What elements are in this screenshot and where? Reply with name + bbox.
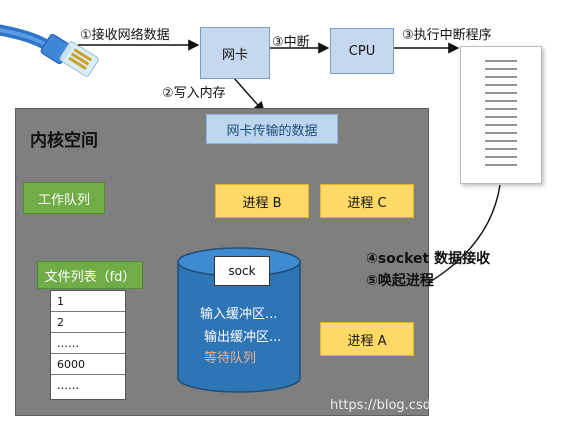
cpu-box: CPU — [330, 28, 394, 74]
cpu-label: CPU — [348, 43, 376, 59]
input-buffer-label: 输入缓冲区... — [200, 307, 278, 322]
step2-label: ②写入内存 — [162, 86, 226, 101]
ethernet-cable-icon — [0, 24, 99, 77]
step5-label: ⑤唤起进程 — [366, 273, 434, 289]
fd-row: 6000 — [51, 354, 125, 375]
process-b-box: 进程 B — [215, 184, 309, 218]
step3a-label: ③中断 — [272, 35, 310, 50]
output-buffer-label: 输出缓冲区... — [204, 330, 282, 345]
nic-data-box: 网卡传输的数据 — [206, 114, 338, 144]
kernel-space-title: 内核空间 — [30, 131, 98, 151]
process-c-label: 进程 C — [347, 195, 387, 211]
step4-label: ④socket 数据接收 — [366, 251, 491, 267]
process-b-label: 进程 B — [242, 195, 282, 211]
sock-box: sock — [214, 256, 270, 286]
interrupt-program-icon — [460, 46, 542, 184]
fd-row: 2 — [51, 312, 125, 333]
fd-row: 1 — [51, 291, 125, 312]
process-a-box: 进程 A — [320, 322, 414, 356]
fd-row: …… — [57, 379, 79, 392]
arrow-nic-to-memory — [233, 77, 265, 114]
wait-queue-label: 等待队列 — [204, 351, 257, 366]
step3b-label: ③执行中断程序 — [402, 28, 492, 43]
work-queue-label: 工作队列 — [37, 192, 90, 208]
nic-data-label: 网卡传输的数据 — [226, 123, 318, 139]
process-c-box: 进程 C — [320, 184, 414, 218]
sock-label: sock — [228, 264, 256, 278]
watermark-text: https://blog.csdn.net/xumingwu CSDN @xu谨… — [330, 398, 537, 432]
file-list-label: 文件列表（fd） — [44, 269, 136, 285]
nic-box: 网卡 — [200, 27, 270, 79]
step1-label: ①接收网络数据 — [80, 28, 170, 43]
fd-table: 1 2 …… 6000 …… — [50, 290, 126, 400]
file-list-box: 文件列表（fd） — [37, 261, 143, 289]
fd-row: …… — [51, 333, 125, 354]
process-a-label: 进程 A — [347, 333, 387, 349]
work-queue-box: 工作队列 — [23, 182, 105, 214]
nic-label: 网卡 — [221, 47, 248, 63]
